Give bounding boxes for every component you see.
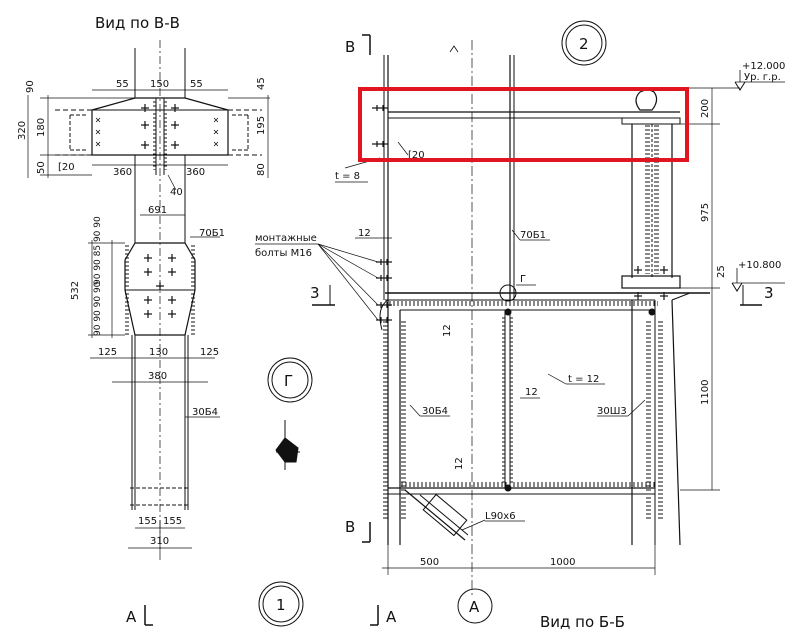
beam-label-top: 70Б1 — [199, 228, 225, 239]
section-mark-a-left: А — [126, 608, 137, 626]
bottom-labels: А 1 А А Вид по Б-Б — [126, 581, 625, 631]
dim-50: 50 — [36, 161, 47, 174]
bubble-node-2-label: 2 — [579, 35, 589, 53]
plate-t12-label: t = 12 — [568, 374, 599, 385]
elev-top: +12.000 — [742, 61, 785, 72]
dim-360-left: 360 — [113, 167, 132, 178]
dim-stack-top: 90 90 85 90 90 — [93, 216, 103, 285]
elev-mid: +10.800 — [738, 260, 781, 271]
channel-label-left: [20 — [58, 162, 75, 173]
dim-stack-bottom: 90 90 90 90 — [93, 281, 103, 336]
dim-45: 45 — [256, 77, 267, 90]
section-mark-v-top: В — [345, 38, 355, 56]
dim-55-right: 55 — [190, 79, 203, 90]
dim-320: 320 — [17, 121, 28, 140]
dim-90: 90 — [25, 80, 36, 93]
dim-80: 80 — [256, 163, 267, 176]
beam-label-30b4: 30Б4 — [422, 406, 448, 417]
dim-40: 40 — [170, 187, 183, 198]
channel-label-right: [20 — [408, 150, 425, 161]
dim-25: 25 — [716, 265, 727, 278]
node-g-bubble-label: Г — [284, 372, 293, 390]
dim-500: 500 — [420, 557, 439, 568]
dim-360-right: 360 — [186, 167, 205, 178]
bubble-node-1-label: 1 — [276, 596, 286, 614]
dim-200: 200 — [700, 99, 711, 118]
dim-155-left: 155 — [138, 516, 157, 527]
highlight-box — [358, 87, 689, 162]
dim-12-low: 12 — [454, 457, 465, 470]
angle-label: L90x6 — [485, 511, 516, 522]
dim-1100: 1100 — [700, 380, 711, 405]
dim-12-web: 12 — [525, 387, 538, 398]
view-vv-title: Вид по В-В — [95, 14, 180, 32]
section-mark-3-right: 3 — [764, 284, 774, 302]
dim-12-mid: 12 — [442, 324, 453, 337]
dim-150: 150 — [150, 79, 169, 90]
dim-55-left: 55 — [116, 79, 129, 90]
view-main: В 2 [20 t = 8 монтажные б — [255, 20, 785, 595]
dim-125-left: 125 — [98, 347, 117, 358]
section-mark-v-bottom: В — [345, 518, 355, 536]
view-bb-title: Вид по Б-Б — [540, 613, 625, 629]
dim-195: 195 — [256, 116, 267, 135]
plate-t8-label: t = 8 — [335, 171, 360, 182]
dim-130: 130 — [149, 347, 168, 358]
bolts-note-line2: болты М16 — [255, 248, 312, 259]
dim-155-right: 155 — [163, 516, 182, 527]
dim-125-right: 125 — [200, 347, 219, 358]
dim-532: 532 — [70, 281, 81, 300]
dim-975: 975 — [700, 203, 711, 222]
beam-label-bottom: 30Б4 — [192, 407, 218, 418]
section-mark-3-left: 3 — [310, 284, 320, 302]
node-g-ref: Г — [520, 274, 526, 285]
node-g-detail: Г — [267, 357, 313, 470]
dim-691: 691 — [148, 205, 167, 216]
dim-12-top: 12 — [358, 228, 371, 239]
view-vv: Вид по В-В — [17, 14, 270, 560]
bolts-note-line1: монтажные — [255, 233, 317, 244]
axis-bubble-a-label: А — [469, 598, 480, 616]
beam-label-30sh3: 30Ш3 — [597, 406, 627, 417]
dim-180: 180 — [36, 118, 47, 137]
section-mark-a-right: А — [386, 608, 397, 626]
elev-top-note: Ур. г.р. — [744, 72, 781, 83]
dim-380: 380 — [148, 371, 167, 382]
dim-1000: 1000 — [550, 557, 575, 568]
dim-310: 310 — [150, 536, 169, 547]
beam-label-70b1: 70Б1 — [520, 230, 546, 241]
